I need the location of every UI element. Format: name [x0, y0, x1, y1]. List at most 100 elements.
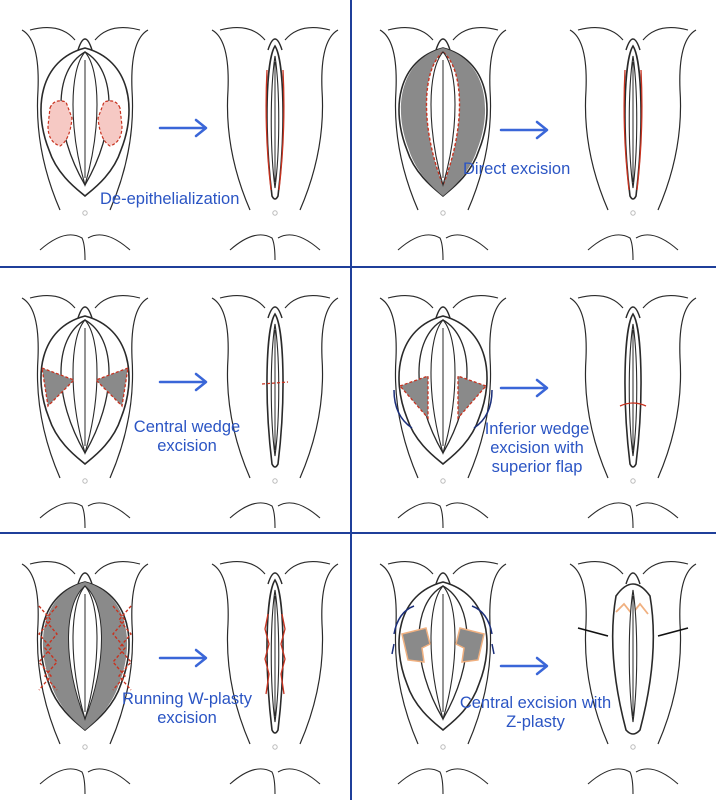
panel-3-illustration	[21, 295, 339, 529]
wedge-excision-right	[94, 366, 129, 408]
clitoral-hood	[267, 38, 283, 51]
thigh-contour-left	[379, 297, 419, 479]
rotation-arrow-left-bottom	[391, 643, 395, 655]
clitoral-hood	[77, 38, 93, 51]
horizontal-divider-2	[0, 532, 716, 534]
right-arrow	[499, 656, 549, 676]
caption-z-plasty: Central excision with Z-plasty	[459, 694, 612, 731]
z-plasty-excision-right	[455, 627, 485, 663]
closure-suture-line	[261, 381, 289, 385]
thigh-contour-right	[299, 29, 339, 211]
anus-mark	[440, 744, 446, 750]
lower-contour-left	[587, 768, 634, 795]
upper-contour-left	[577, 295, 624, 309]
thigh-contour-left	[21, 563, 61, 745]
upper-contour-right	[642, 561, 689, 575]
right-arrow	[499, 120, 549, 140]
upper-contour-right	[642, 295, 689, 309]
upper-contour-left	[219, 27, 266, 41]
panel-inferior-wedge: Inferior wedge excision with superior fl…	[358, 268, 716, 534]
upper-contour-right	[284, 561, 331, 575]
thigh-contour-right	[657, 563, 697, 745]
caption-direct-excision: Direct excision	[463, 160, 571, 178]
lower-contour-right	[277, 502, 321, 519]
z-plasty-excision-left	[401, 627, 431, 663]
anus-mark	[440, 478, 446, 484]
anus-mark	[82, 210, 88, 216]
thigh-contour-right	[109, 29, 149, 211]
after-anatomy	[211, 561, 339, 795]
before-anatomy	[379, 295, 507, 529]
upper-contour-left	[387, 295, 434, 309]
panel-2-illustration	[379, 27, 697, 261]
thigh-contour-right	[299, 563, 339, 745]
lower-contour-left	[397, 502, 444, 529]
thigh-contour-left	[21, 29, 61, 211]
upper-contour-left	[219, 561, 266, 575]
clitoral-hood	[625, 38, 641, 51]
panel-4-illustration	[379, 295, 697, 529]
thigh-contour-left	[211, 563, 251, 745]
clitoral-hood	[267, 306, 283, 319]
panel-5-illustration	[21, 561, 339, 795]
lower-contour-right	[87, 234, 131, 251]
thigh-contour-left	[211, 297, 251, 479]
closure-suture-line	[265, 69, 285, 191]
clitoral-hood	[77, 572, 93, 585]
thigh-contour-left	[21, 297, 61, 479]
lower-contour-right	[445, 502, 489, 519]
before-anatomy	[21, 295, 149, 529]
upper-contour-right	[642, 27, 689, 41]
lower-contour-left	[397, 768, 444, 795]
upper-contour-left	[387, 27, 434, 41]
flap-rotation-arrow-left	[393, 389, 413, 429]
upper-contour-right	[284, 295, 331, 309]
panel-6-illustration	[379, 561, 697, 795]
thigh-contour-right	[109, 297, 149, 479]
before-anatomy	[21, 561, 149, 795]
anus-mark	[272, 478, 278, 484]
inferior-wedge-right	[457, 375, 488, 420]
lower-contour-left	[229, 768, 276, 795]
upper-contour-left	[387, 561, 434, 575]
anus-mark	[440, 210, 446, 216]
panel-direct-excision: Direct excision	[358, 0, 716, 266]
anus-mark	[630, 478, 636, 484]
right-arrow	[158, 118, 208, 138]
closure-suture-line	[619, 402, 647, 407]
thigh-contour-left	[211, 29, 251, 211]
panel-z-plasty: Central excision with Z-plasty	[358, 534, 716, 800]
rotation-arrow-right-bottom	[491, 643, 495, 655]
caption-inferior-wedge: Inferior wedge excision with superior fl…	[484, 420, 590, 476]
clitoral-hood	[435, 306, 451, 319]
right-arrow	[158, 648, 208, 668]
thigh-contour-right	[467, 297, 507, 479]
clitoral-hood	[435, 572, 451, 585]
after-anatomy	[211, 295, 339, 529]
right-arrow	[499, 378, 549, 398]
clitoral-hood	[625, 306, 641, 319]
upper-contour-left	[577, 561, 624, 575]
anus-mark	[82, 744, 88, 750]
inferior-wedge-left	[398, 375, 429, 420]
upper-contour-right	[452, 295, 499, 309]
lower-contour-left	[39, 234, 86, 261]
panel-1-illustration	[21, 27, 339, 261]
anus-mark	[272, 210, 278, 216]
right-arrow	[158, 372, 208, 392]
upper-contour-left	[29, 295, 76, 309]
upper-contour-right	[94, 561, 141, 575]
rotation-arrow-left-top	[393, 605, 415, 635]
clitoral-hood	[625, 572, 641, 585]
horizontal-divider-1	[0, 266, 716, 268]
after-anatomy	[569, 561, 697, 795]
panel-central-wedge: Central wedge excision	[0, 268, 358, 534]
clitoral-hood	[267, 572, 283, 585]
lower-contour-right	[635, 234, 679, 251]
anus-mark	[82, 478, 88, 484]
vertical-divider	[350, 0, 352, 800]
upper-contour-left	[219, 295, 266, 309]
thigh-contour-right	[657, 297, 697, 479]
upper-contour-right	[284, 27, 331, 41]
caption-de-epithelialization: De-epithelialization	[100, 190, 240, 208]
